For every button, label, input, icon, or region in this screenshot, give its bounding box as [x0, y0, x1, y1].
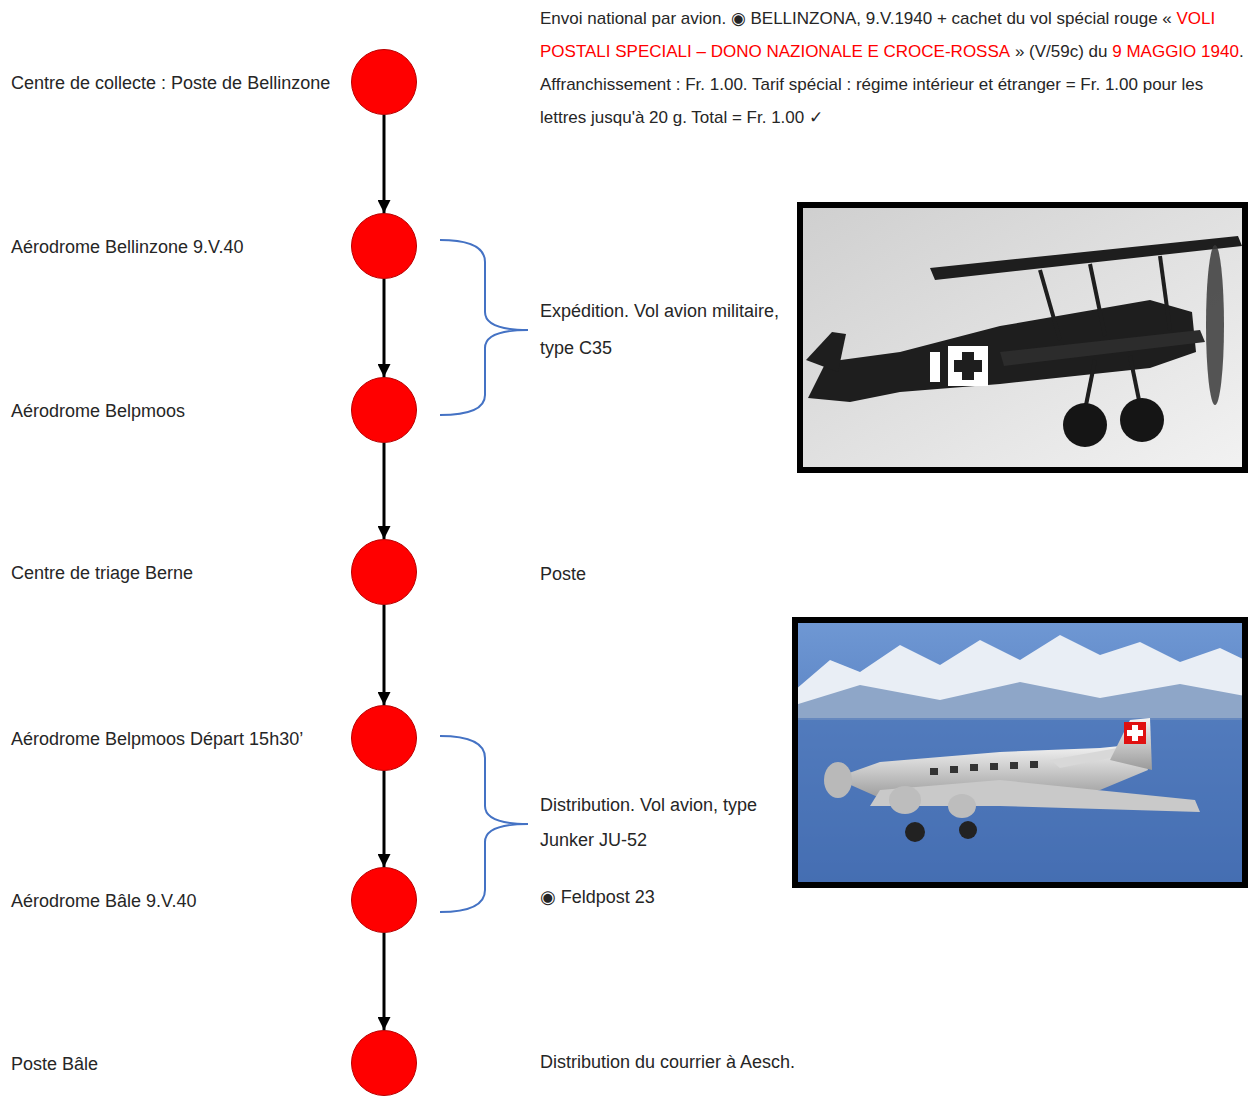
waypoint-circle: Aérodrome Belpmoos Départ 15h30’ [351, 705, 417, 771]
ju52-photo [795, 620, 1245, 885]
step-label: Aérodrome Belpmoos [11, 395, 331, 427]
step-label: Poste Bâle [11, 1048, 331, 1080]
flow-arrow [383, 605, 386, 705]
waypoint-circle: Aérodrome Bâle 9.V.40 [351, 867, 417, 933]
photo-frame [795, 620, 1245, 885]
bracket-note: Expédition. Vol avion militaire, type C3… [540, 293, 785, 367]
step-label: Centre de triage Berne [11, 557, 331, 589]
step-note: Distribution du courrier à Aesch. [540, 1046, 1140, 1078]
step-label: Aérodrome Belpmoos Départ 15h30’ [11, 723, 331, 755]
bracket [440, 240, 528, 415]
step-label: Aérodrome Bellinzone 9.V.40 [11, 231, 331, 263]
waypoint-circle: Poste Bâle [351, 1030, 417, 1096]
cachet-text: 9 MAGGIO 1940 [1112, 42, 1239, 61]
flow-arrow [383, 279, 386, 377]
waypoint-circle: Centre de triage Berne [351, 539, 417, 605]
waypoint-circle: Centre de collecte : Poste de Bellinzone [351, 49, 417, 115]
description-paragraph: Envoi national par avion. ◉ BELLINZONA, … [540, 2, 1245, 134]
step-label: Aérodrome Bâle 9.V.40 [11, 885, 331, 917]
waypoint-circle: Aérodrome Belpmoos [351, 377, 417, 443]
waypoint-circle: Aérodrome Bellinzone 9.V.40 [351, 213, 417, 279]
step-note: Poste [540, 558, 740, 590]
bracket-note: Distribution. Vol avion, type Junker JU-… [540, 788, 780, 858]
flow-arrow [383, 771, 386, 867]
flow-arrow [383, 115, 386, 213]
flow-arrow [383, 933, 386, 1030]
photo-frame [800, 205, 1245, 470]
flow-arrow [383, 443, 386, 539]
step-label: Centre de collecte : Poste de Bellinzone [11, 67, 331, 99]
biplane-photo [800, 205, 1245, 470]
bracket [440, 736, 528, 912]
description-text: Envoi national par avion. ◉ BELLINZONA, … [540, 9, 1172, 28]
description-text: » (V/59c) du [1015, 42, 1108, 61]
postmark-note: ◉ Feldpost 23 [540, 881, 780, 913]
